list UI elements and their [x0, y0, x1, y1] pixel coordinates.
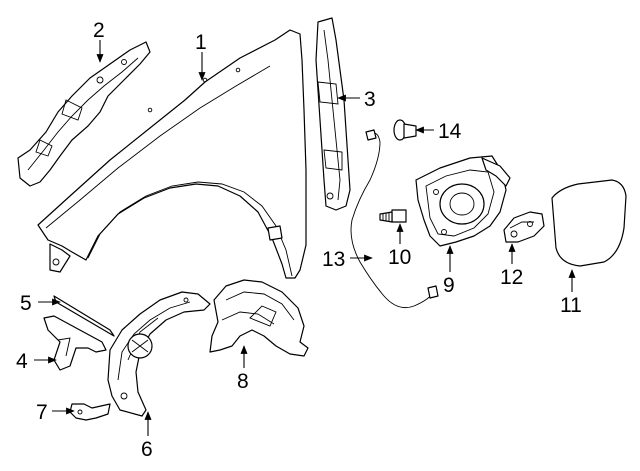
fuel-door-part	[551, 179, 627, 267]
callout-7: 7	[36, 401, 48, 424]
callout-10: 10	[388, 246, 411, 269]
callout-3: 3	[364, 88, 376, 111]
callout-13: 13	[322, 248, 345, 271]
callout-2: 2	[93, 19, 105, 42]
push-pin-part	[393, 119, 417, 141]
callout-1: 1	[195, 31, 207, 54]
screw-part	[379, 209, 407, 223]
callout-12: 12	[500, 266, 523, 289]
callout-9: 9	[443, 274, 455, 297]
lower-bracket-part	[43, 315, 107, 371]
callout-4: 4	[16, 350, 28, 373]
actuator-part	[503, 211, 545, 243]
callout-6: 6	[141, 438, 153, 461]
fender-part	[37, 29, 307, 279]
small-clip-part	[69, 403, 111, 421]
vertical-bracket-part	[315, 17, 351, 211]
callout-11: 11	[560, 294, 582, 317]
callout-leaders	[34, 40, 576, 436]
callout-labels: 1 2 3 4 5 6 7 8 9 10 11 12 13 14	[16, 19, 582, 461]
fender-liner-part	[107, 291, 211, 417]
fuel-door-housing-part	[415, 155, 511, 247]
callout-8: 8	[237, 370, 249, 393]
rear-liner-part	[209, 279, 309, 357]
callout-14: 14	[438, 120, 462, 143]
callout-5: 5	[20, 292, 32, 315]
release-cable-part	[350, 129, 439, 309]
upper-bracket-part	[17, 41, 151, 187]
